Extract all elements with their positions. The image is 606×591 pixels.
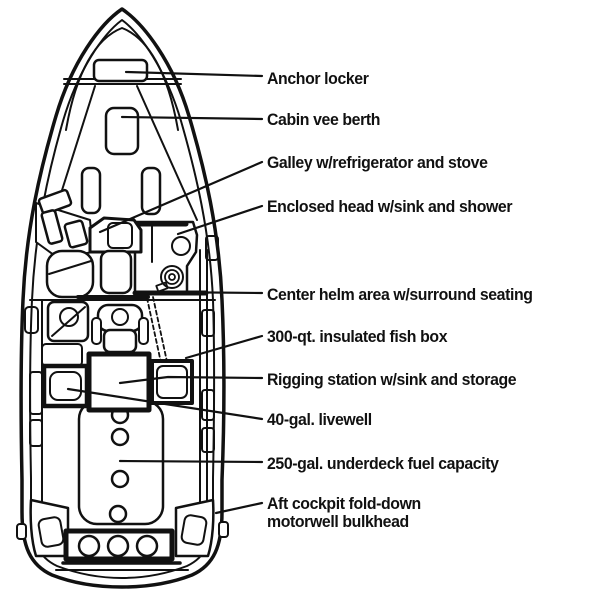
leader-fuel-capacity bbox=[118, 459, 264, 464]
leader-galley bbox=[98, 160, 264, 234]
trim-tab bbox=[16, 523, 27, 540]
console-seat bbox=[99, 249, 133, 295]
label-livewell: 40-gal. livewell bbox=[267, 411, 372, 429]
label-enclosed-head: Enclosed head w/sink and shower bbox=[267, 198, 513, 216]
label-center-helm: Center helm area w/surround seating bbox=[267, 286, 533, 304]
anchor-locker-shape bbox=[92, 58, 149, 83]
leader-rigging-station bbox=[118, 375, 264, 385]
leader-center-helm bbox=[158, 290, 264, 295]
label-fish-box: 300-qt. insulated fish box bbox=[267, 328, 448, 346]
rigging-station-shape bbox=[86, 351, 152, 413]
trim-tab bbox=[218, 521, 229, 538]
berth-seat bbox=[80, 166, 102, 215]
leader-enclosed-head bbox=[176, 204, 264, 236]
leader-aft-cockpit bbox=[214, 501, 264, 515]
helm-seat-shapes bbox=[91, 303, 149, 354]
label-fuel-capacity: 250-gal. underdeck fuel capacity bbox=[267, 455, 499, 473]
leader-anchor-locker bbox=[124, 70, 264, 78]
label-rigging-station: Rigging station w/sink and storage bbox=[267, 371, 517, 389]
leader-livewell bbox=[66, 387, 264, 421]
leader-cabin-vee-berth bbox=[120, 115, 264, 121]
berth-seat bbox=[140, 166, 162, 216]
label-galley: Galley w/refrigerator and stove bbox=[267, 154, 488, 172]
side-pocket bbox=[24, 306, 39, 334]
side-pocket bbox=[201, 309, 215, 337]
side-pocket bbox=[29, 419, 43, 447]
galley-shapes bbox=[35, 188, 94, 259]
side-pocket bbox=[201, 427, 215, 453]
side-pocket bbox=[201, 389, 215, 421]
vee-berth-shapes bbox=[56, 85, 198, 221]
fuel-tank-shapes bbox=[77, 399, 165, 526]
leader-fish-box bbox=[184, 334, 264, 360]
label-anchor-locker: Anchor locker bbox=[267, 70, 369, 88]
helm-console-shapes bbox=[45, 216, 143, 299]
fish-box-shapes bbox=[150, 359, 194, 405]
port-locker bbox=[41, 343, 83, 367]
vee-berth-cushion bbox=[104, 106, 140, 156]
head-compartment-shapes bbox=[130, 220, 199, 294]
stern-shapes bbox=[16, 498, 229, 571]
port-seat bbox=[45, 249, 95, 299]
side-pocket bbox=[205, 235, 219, 261]
sink-basin bbox=[171, 236, 191, 256]
storage-hatch-shapes bbox=[41, 300, 90, 367]
leader-lines bbox=[66, 70, 264, 515]
label-cabin-vee-berth: Cabin vee berth bbox=[267, 111, 381, 129]
livewell-shapes bbox=[41, 363, 90, 409]
label-aft-cockpit: Aft cockpit fold-down motorwell bulkhead bbox=[267, 495, 421, 531]
